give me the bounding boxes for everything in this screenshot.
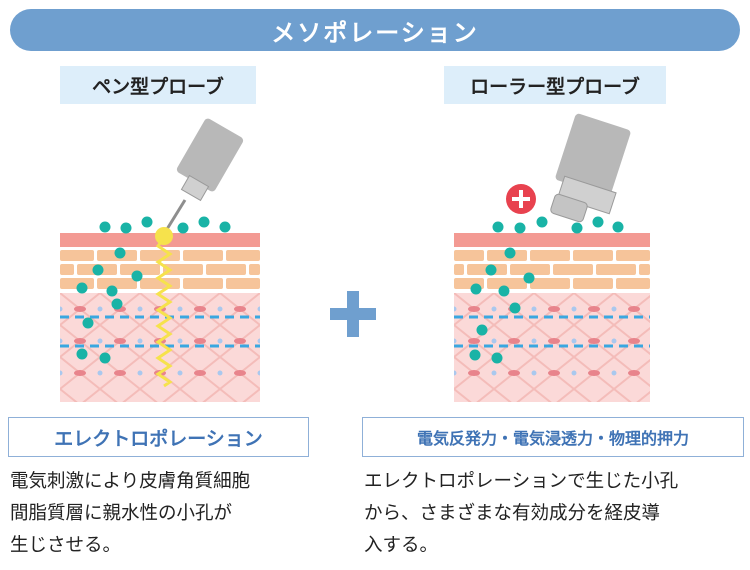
description-line: から、さまざまな有効成分を経皮導: [364, 498, 744, 530]
description-line: エレクトロポレーションで生じた小孔: [364, 466, 744, 498]
description-line: 入する。: [364, 530, 744, 562]
pen-probe-skin-illustration: [50, 110, 270, 410]
positive-charge-icon: [506, 184, 536, 214]
description-line: 電気刺激により皮膚角質細胞: [10, 466, 320, 498]
pen-probe-label: ペン型プローブ: [60, 66, 256, 104]
roller-probe-icon: [550, 113, 632, 223]
roller-probe-skin-illustration: [440, 110, 660, 410]
roller-probe-label: ローラー型プローブ: [444, 66, 666, 104]
plus-icon: [328, 289, 378, 339]
skin-surface: [454, 233, 650, 247]
method-name-right: 電気反発力・電気浸透力・物理的押力: [362, 417, 744, 457]
epidermis-cell-layer: [60, 250, 260, 289]
description-left: 電気刺激により皮膚角質細胞 間脂質層に親水性の小孔が 生じさせる。: [10, 466, 320, 562]
method-name-left: エレクトロポレーション: [8, 417, 309, 457]
description-line: 生じさせる。: [10, 530, 320, 562]
description-right: エレクトロポレーションで生じた小孔 から、さまざまな有効成分を経皮導 入する。: [364, 466, 744, 562]
epidermis-cell-layer: [454, 250, 650, 289]
page-title: メソポレーション: [10, 9, 740, 51]
pen-probe-icon: [164, 117, 245, 234]
description-line: 間脂質層に親水性の小孔が: [10, 498, 320, 530]
